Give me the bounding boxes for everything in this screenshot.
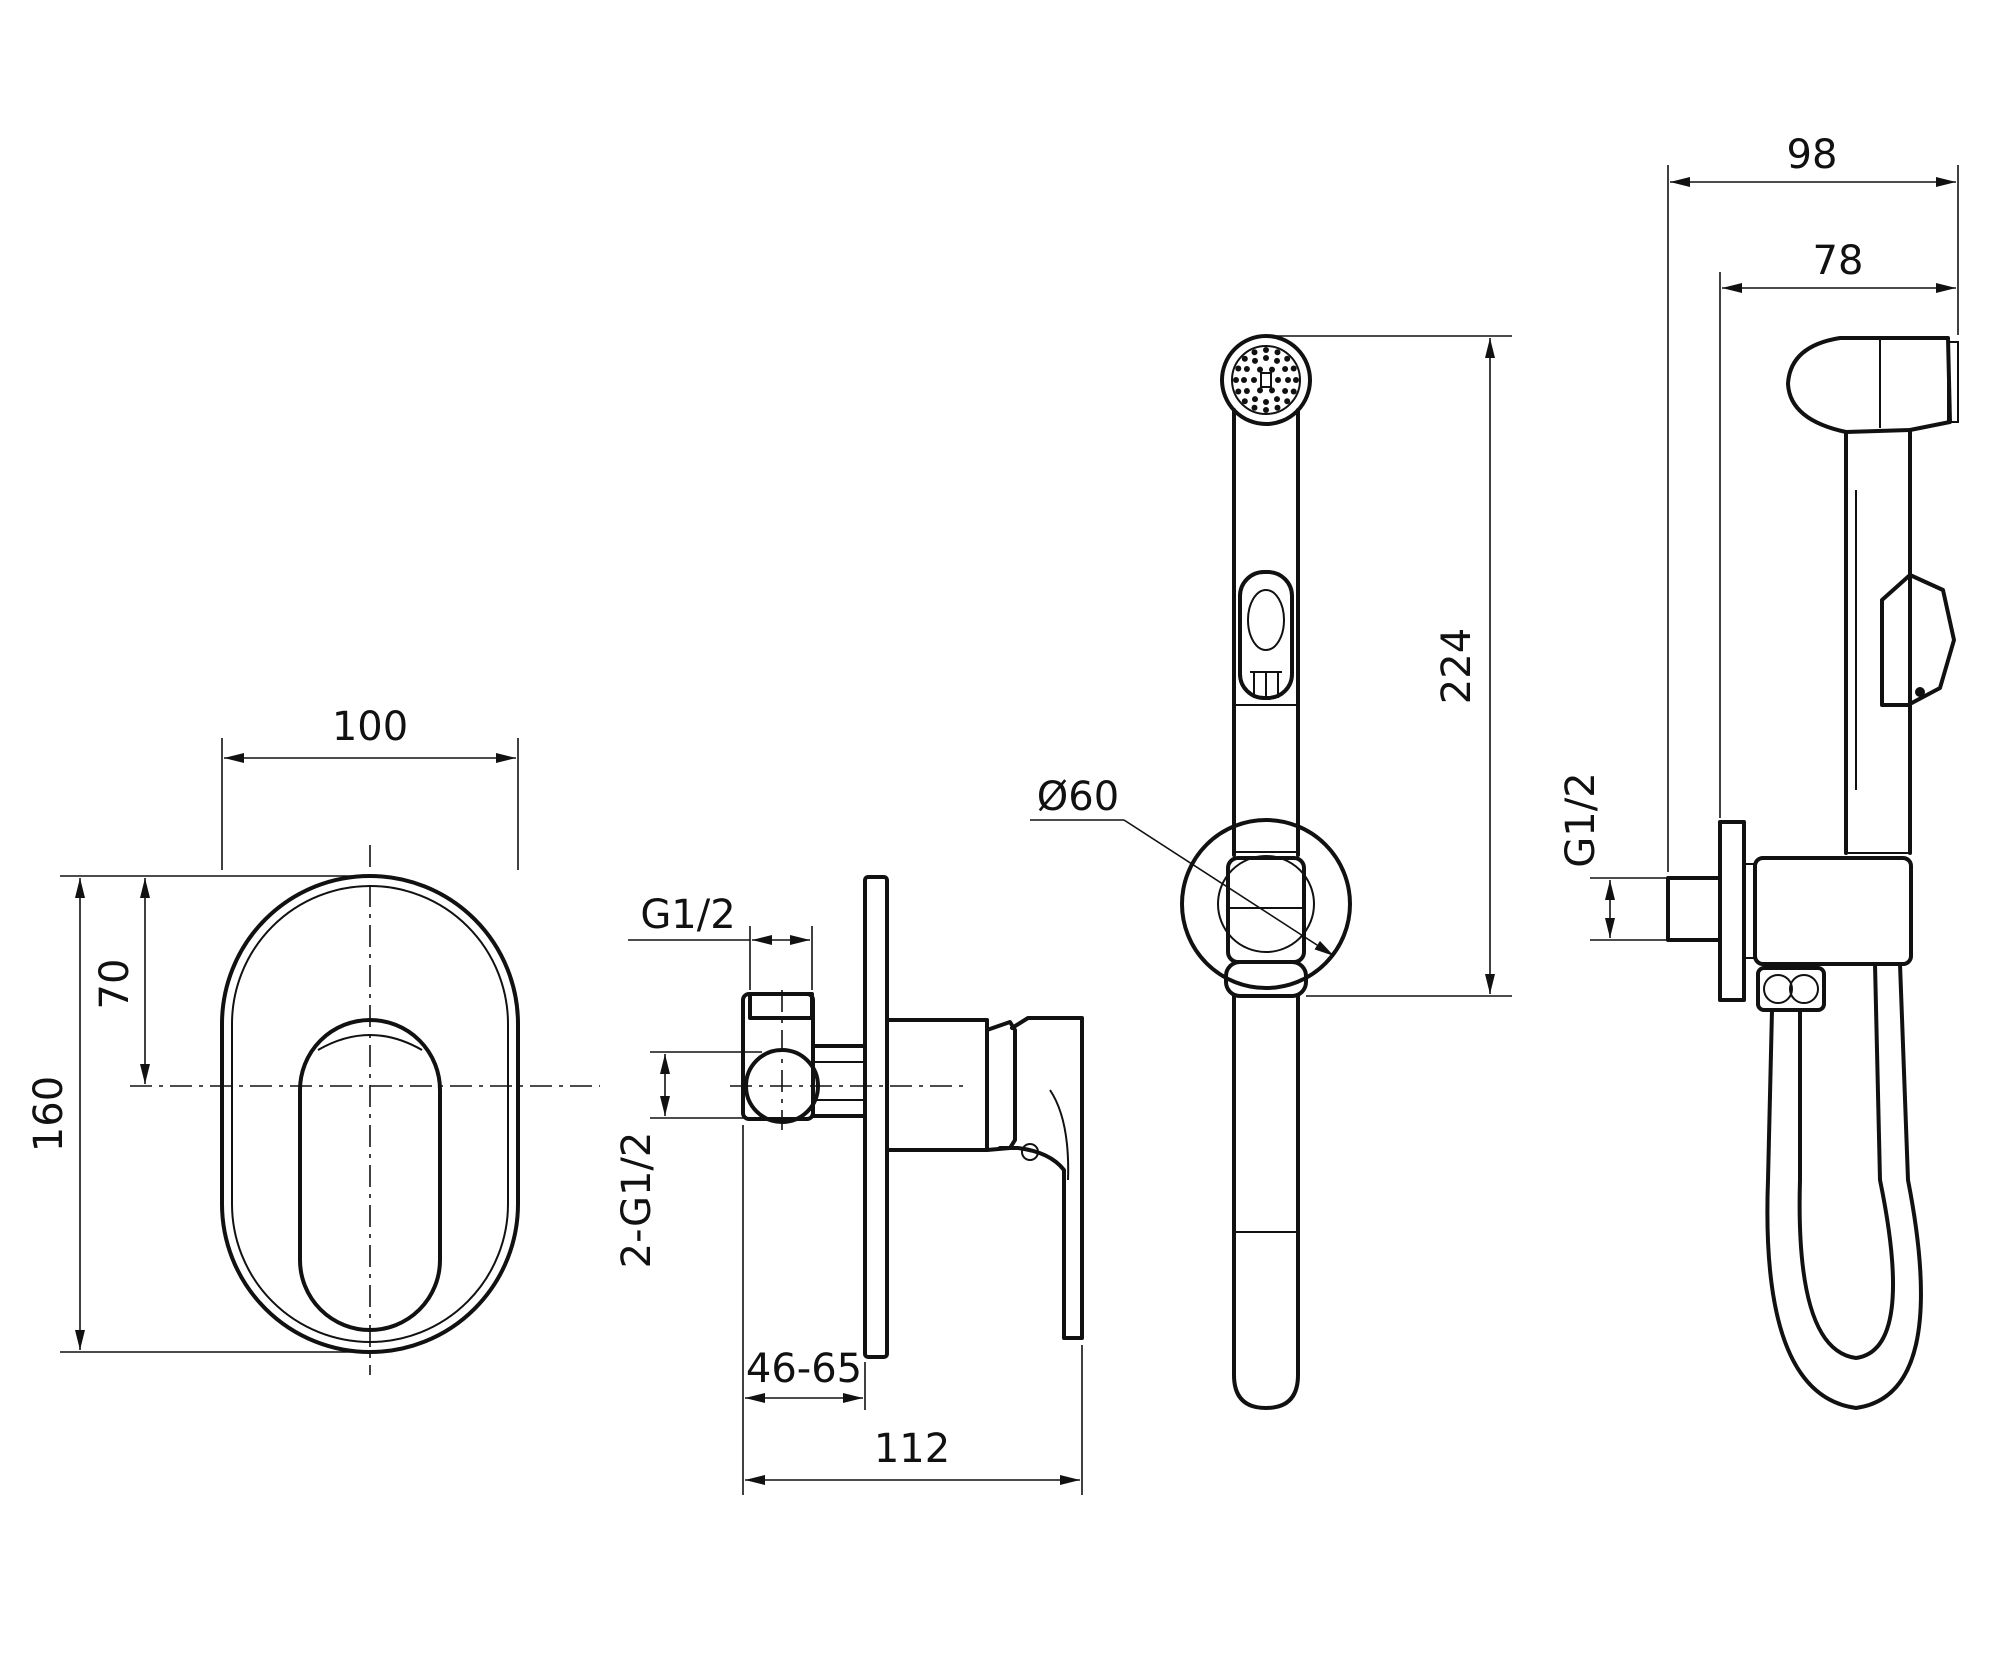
spray-nozzle xyxy=(1263,407,1269,413)
spray-nozzle xyxy=(1285,377,1291,383)
hand-shower-front-view: Ø60 224 xyxy=(1030,334,1512,1410)
label-shower-length: 224 xyxy=(1434,628,1480,704)
mixer-side-view: G1/2 2-G1/2 46-65 112 xyxy=(614,875,1084,1495)
label-wall-depth: 46-65 xyxy=(746,1346,862,1392)
spray-nozzle xyxy=(1263,355,1269,361)
label-outlet-threads: 2-G1/2 xyxy=(614,1132,660,1269)
shower-handle xyxy=(1232,408,1300,857)
side-trigger xyxy=(1880,573,1956,707)
spray-nozzle xyxy=(1274,357,1280,364)
hose-front xyxy=(1232,994,1300,1410)
holder-clip xyxy=(1226,856,1306,964)
spray-nozzle xyxy=(1269,387,1275,394)
leader-holder-diameter xyxy=(1123,819,1335,957)
spray-nozzle xyxy=(1290,388,1297,395)
spray-nozzles xyxy=(1233,347,1299,413)
label-mixer-depth: 112 xyxy=(874,1426,950,1472)
hose-loop xyxy=(1765,962,1923,1410)
hand-shower-side-view: G1/2 98 78 xyxy=(1558,132,1959,1410)
wall-plate-side xyxy=(863,875,889,1359)
label-inlet-thread: G1/2 xyxy=(640,892,735,938)
spray-nozzle xyxy=(1284,355,1291,362)
mixer-body xyxy=(885,1018,989,1152)
spray-nozzle xyxy=(1274,349,1281,356)
spray-nozzle xyxy=(1284,398,1291,405)
label-handle-offset: 70 xyxy=(92,959,138,1010)
spray-nozzle xyxy=(1235,388,1242,395)
spray-nozzle xyxy=(1241,377,1247,383)
label-total-projection: 98 xyxy=(1787,132,1838,178)
spray-nozzle xyxy=(1257,387,1263,394)
spray-nozzle xyxy=(1241,398,1248,405)
front-plate-view: 100 160 70 xyxy=(26,704,600,1375)
holder-base xyxy=(1180,818,1352,990)
label-holder-projection: 78 xyxy=(1813,238,1864,284)
spray-nozzle xyxy=(1241,355,1248,362)
spray-nozzle xyxy=(1251,377,1257,383)
spray-nozzle xyxy=(1274,396,1280,403)
mixer-collar xyxy=(985,1020,1017,1152)
spray-nozzle xyxy=(1274,404,1281,411)
label-plate-height: 160 xyxy=(26,1076,72,1152)
top-inlet-stub xyxy=(748,992,814,1020)
spray-nozzle xyxy=(1293,377,1299,383)
hose-connector xyxy=(1224,960,1308,998)
spray-nozzle xyxy=(1269,366,1275,373)
shower-head-side xyxy=(1786,336,1952,434)
spray-nozzle xyxy=(1257,366,1263,373)
spray-nozzle xyxy=(1243,366,1250,372)
holder-base-inner xyxy=(1217,855,1315,953)
spray-nozzle xyxy=(1235,365,1242,372)
label-side-outlet-thread: G1/2 xyxy=(1558,772,1604,867)
spray-nozzle xyxy=(1282,366,1289,372)
spray-nozzle xyxy=(1251,404,1258,411)
spray-nozzle xyxy=(1243,388,1250,394)
spray-nozzle xyxy=(1282,388,1289,394)
label-plate-width: 100 xyxy=(332,704,408,750)
side-hose-nut xyxy=(1756,966,1826,1012)
spray-nozzle xyxy=(1252,357,1258,364)
side-inlet-stub xyxy=(1666,876,1722,942)
spray-nozzle xyxy=(1252,396,1258,403)
side-wall-flange xyxy=(1718,820,1746,1002)
spray-nozzle xyxy=(1263,347,1269,353)
spray-nozzle xyxy=(1290,365,1297,372)
spray-nozzle xyxy=(1233,377,1239,383)
spray-nozzle xyxy=(1275,377,1281,383)
mixer-lever xyxy=(998,1016,1084,1340)
spray-center xyxy=(1260,372,1272,388)
cartridge-neck xyxy=(811,1044,867,1118)
label-holder-diameter: Ø60 xyxy=(1037,774,1119,820)
spray-nozzle xyxy=(1251,349,1258,356)
spray-nozzle xyxy=(1263,399,1269,405)
side-holder-body xyxy=(1753,856,1913,966)
